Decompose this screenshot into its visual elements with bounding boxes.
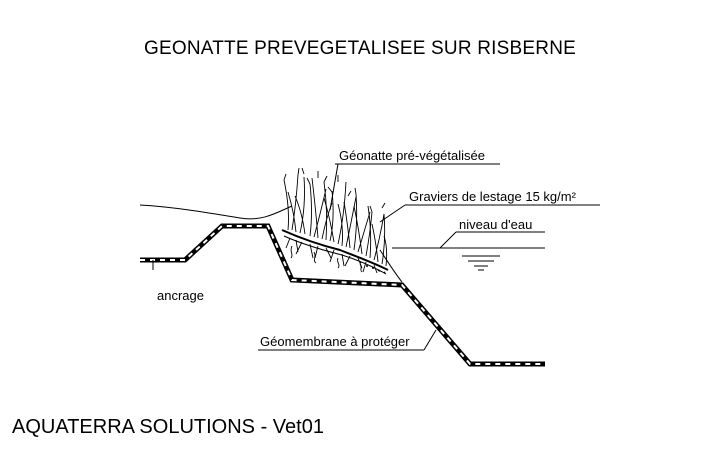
geomembrane-line bbox=[140, 223, 545, 367]
graviers-label: Graviers de lestage 15 kg/m² bbox=[409, 189, 577, 204]
geonatte-label: Géonatte pré-végétalisée bbox=[339, 148, 485, 163]
footer-credit: AQUATERRA SOLUTIONS - Vet01 bbox=[12, 416, 324, 438]
diagram-title: GEONATTE PREVEGETALISEE SUR RISBERNE bbox=[144, 38, 576, 59]
water-level-label: niveau d'eau bbox=[459, 217, 532, 232]
anchorage-label: ancrage bbox=[157, 288, 204, 303]
vegetated-mat bbox=[281, 167, 389, 275]
ground-line bbox=[139, 204, 293, 220]
leader-lines bbox=[258, 163, 600, 351]
water-level-symbol bbox=[392, 247, 545, 271]
bank-surface-line bbox=[379, 249, 403, 283]
geomembrane-label: Géomembrane à protéger bbox=[260, 334, 410, 349]
